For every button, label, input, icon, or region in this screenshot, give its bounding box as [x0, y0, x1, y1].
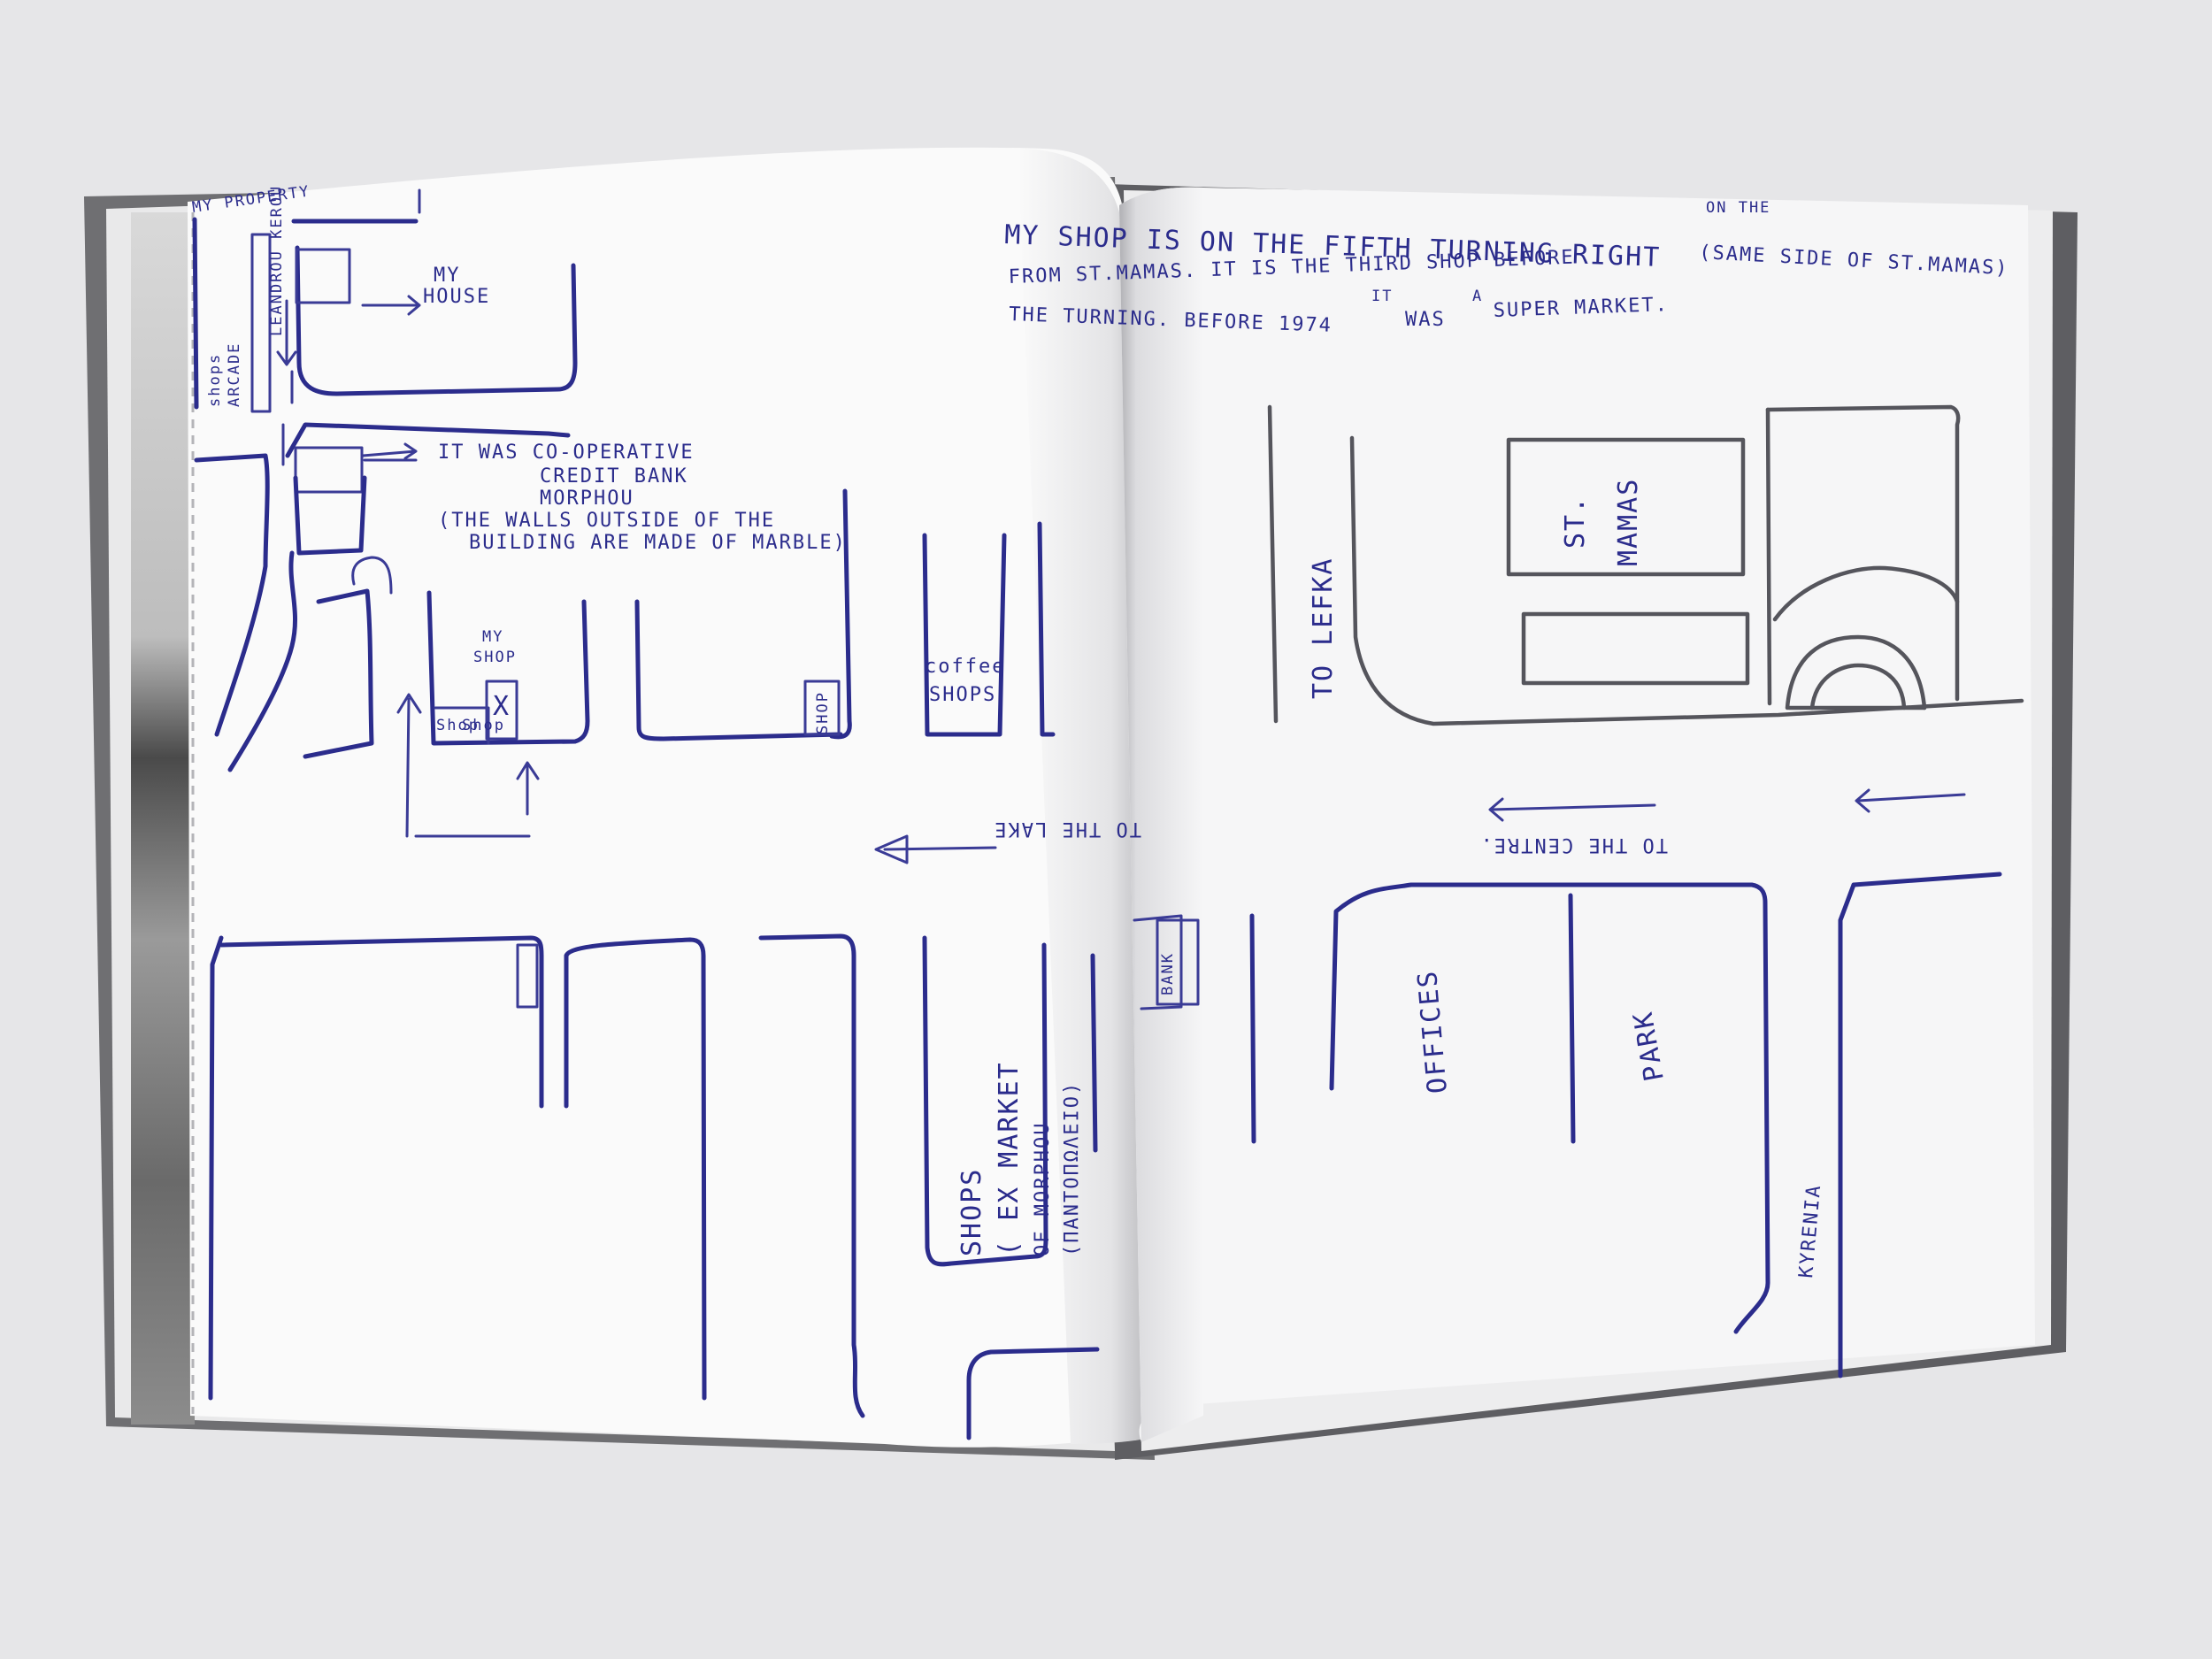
left-page-text: MY PROPERTY LEANDROU KEROU shops ARCADE … [191, 182, 1141, 1256]
left-map-drawing [192, 188, 1100, 1440]
shops-ex-market-label-2: ( EX MARKET [994, 1061, 1025, 1256]
header-it: IT [1371, 288, 1393, 305]
right-page-gutter [1119, 187, 1203, 1443]
left-page [188, 147, 1155, 1448]
bank-note-1: IT WAS CO-OPERATIVE [438, 442, 695, 464]
small-shop-1: Shop [436, 717, 480, 734]
small-shop-2: Shop [462, 717, 505, 734]
photo-strip [131, 212, 195, 1425]
shops-ex-market-label: SHOPS [956, 1168, 987, 1256]
shops-greek-label: (ΠΑΝΤΟΠΩΛΕΙΟ) [1061, 1081, 1083, 1256]
my-house-label-2: HOUSE [423, 286, 490, 308]
my-shop-x: X [493, 691, 511, 722]
my-shop-label-2: SHOP [473, 649, 517, 666]
to-the-centre-label: TO THE CENTRE. [1479, 833, 1668, 856]
shops-of-morphou-label: OF MORPHOU [1032, 1122, 1054, 1256]
shop-box-label: SHOP [814, 691, 832, 734]
header-on-the: ON THE [1706, 199, 1770, 217]
to-lefka-label: TO LEFKA [1308, 557, 1339, 700]
to-the-lake-label: TO THE LAKE [993, 818, 1141, 840]
my-shop-label-1: MY [482, 628, 503, 646]
bank-label: BANK [1159, 952, 1177, 995]
arcade-shops-label: shops [206, 353, 224, 407]
marble-note-1: (THE WALLS OUTSIDE OF THE [438, 510, 775, 532]
left-page-gutter [1018, 149, 1150, 1444]
right-page [1119, 187, 2035, 1443]
bank-note-2: CREDIT BANK [540, 465, 688, 488]
coffee-shops-label-2: SHOPS [929, 684, 996, 706]
bank-note-3: MORPHOU [540, 488, 634, 510]
arcade-label: ARCADE [226, 342, 243, 407]
header-was: WAS [1405, 309, 1446, 331]
my-house-label-1: MY [434, 265, 461, 287]
header-a: A [1472, 288, 1483, 305]
right-map-drawing [1133, 404, 2024, 1379]
street-label: LEANDROU KEROU [268, 185, 286, 336]
coffee-shops-label-1: coffee [925, 656, 1005, 678]
marble-note-2: BUILDING ARE MADE OF MARBLE) [469, 532, 847, 554]
st-label: ST. [1560, 495, 1591, 549]
mamas-label: MAMAS [1613, 478, 1644, 566]
